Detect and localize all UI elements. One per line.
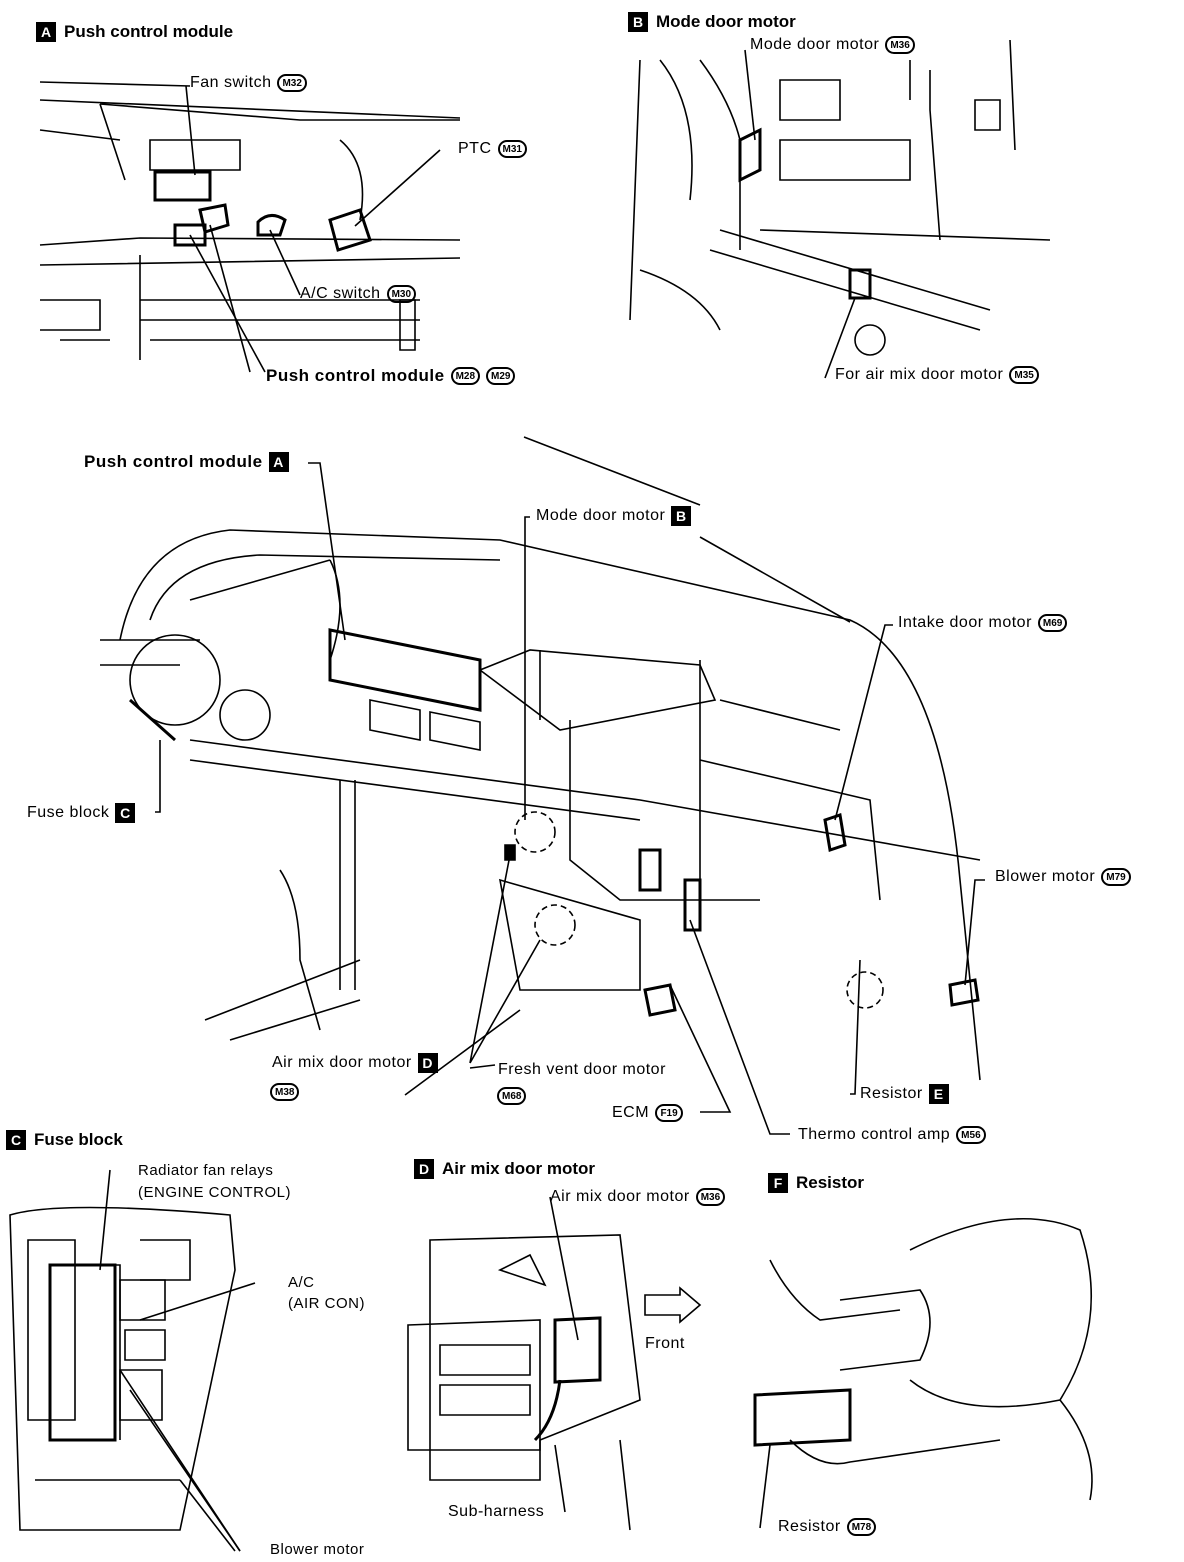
label-ptc: PTC M31 — [458, 140, 527, 158]
label-text: Blower motor — [270, 1541, 365, 1558]
label-text: Air mix door motor — [550, 1188, 690, 1205]
label-text: (AIR CON) — [288, 1295, 365, 1312]
connector-badge: M38 — [270, 1083, 300, 1101]
main-label-push-control-module: Push control module A — [84, 452, 289, 472]
section-title-text: Resistor — [796, 1173, 865, 1192]
label-sub-harness: Sub-harness — [448, 1503, 544, 1521]
main-label-fuse-block: Fuse block C — [27, 803, 136, 823]
section-badge: A — [268, 452, 289, 472]
main-connector-air-mix-door-motor: M38 — [270, 1083, 300, 1101]
section-badge: A — [36, 22, 56, 42]
section-badge: B — [671, 506, 692, 526]
label-text: Radiator fan relays — [138, 1162, 274, 1179]
label-text: Resistor — [860, 1085, 923, 1102]
label-ac: A/C — [288, 1274, 315, 1291]
main-label-ecm: ECM F19 — [612, 1104, 684, 1122]
section-badge: F — [768, 1173, 788, 1193]
label-text: Fuse block — [27, 804, 110, 821]
label-front: Front — [645, 1335, 685, 1353]
main-label-resistor: Resistor E — [860, 1084, 949, 1104]
connector-badge: M31 — [497, 140, 527, 158]
section-c-title: C Fuse block — [6, 1130, 123, 1150]
connector-badge: M28 — [450, 367, 481, 385]
label-fan-switch: Fan switch M32 — [190, 74, 307, 92]
section-badge: D — [414, 1159, 434, 1179]
label-text: Air mix door motor — [272, 1054, 412, 1071]
label-text: ECM — [612, 1104, 650, 1121]
label-resistor-detail: Resistor M78 — [778, 1518, 877, 1536]
label-air-con: (AIR CON) — [288, 1295, 365, 1312]
main-connector-fresh-vent-door-motor: M68 — [497, 1087, 527, 1105]
label-text: Intake door motor — [898, 614, 1032, 631]
connector-badge: M36 — [695, 1188, 726, 1206]
label-air-mix-door-motor-detail: Air mix door motor M36 — [550, 1188, 726, 1206]
section-f-title: F Resistor — [768, 1173, 864, 1193]
connector-badge: M56 — [956, 1126, 986, 1144]
label-text: Thermo control amp — [798, 1126, 951, 1143]
label-text: (ENGINE CONTROL) — [138, 1184, 292, 1201]
label-text: A/C switch — [300, 285, 381, 302]
section-d-title: D Air mix door motor — [414, 1159, 595, 1179]
section-title-text: Mode door motor — [656, 12, 796, 31]
label-text: A/C — [288, 1274, 315, 1291]
section-badge: E — [928, 1084, 949, 1104]
section-b-title: B Mode door motor — [628, 12, 796, 32]
connector-badge: M36 — [885, 36, 915, 54]
label-text: Mode door motor — [750, 36, 880, 53]
section-badge: C — [115, 803, 136, 823]
label-radiator-fan-relays: Radiator fan relays — [138, 1162, 273, 1179]
label-text: Push control module — [84, 452, 263, 471]
section-title-text: Push control module — [64, 22, 234, 41]
connector-badge: F19 — [655, 1104, 684, 1122]
resistor-detail-drawing — [753, 1217, 1093, 1529]
air-mix-door-motor-detail-drawing — [407, 1196, 702, 1531]
label-text: Push control module — [266, 366, 445, 385]
connector-badge: M30 — [386, 285, 417, 303]
main-label-air-mix-door-motor: Air mix door motor D — [272, 1053, 438, 1073]
fuse-block-detail-drawing — [9, 1169, 256, 1552]
main-label-intake-door-motor: Intake door motor M69 — [898, 614, 1068, 632]
label-for-air-mix-door-motor: For air mix door motor M35 — [835, 366, 1039, 384]
main-label-fresh-vent-door-motor: Fresh vent door motor — [498, 1061, 666, 1079]
label-text: Blower motor — [995, 868, 1096, 885]
connector-badge: M29 — [486, 367, 516, 385]
label-blower-motor-fuse: Blower motor — [270, 1541, 364, 1558]
label-text: Mode door motor — [536, 507, 666, 524]
section-badge: C — [6, 1130, 26, 1150]
label-text: For air mix door motor — [835, 366, 1004, 383]
main-label-thermo-control-amp: Thermo control amp M56 — [798, 1126, 986, 1144]
main-label-blower-motor: Blower motor M79 — [995, 868, 1131, 886]
label-mode-door-motor: Mode door motor M36 — [750, 36, 915, 54]
connector-badge: M79 — [1101, 868, 1131, 886]
main-label-mode-door-motor: Mode door motor B — [536, 506, 692, 526]
connector-badge: M78 — [846, 1518, 877, 1536]
label-text: Fan switch — [190, 74, 272, 91]
label-text: Fresh vent door motor — [498, 1061, 666, 1078]
section-title-text: Air mix door motor — [442, 1159, 596, 1178]
label-ac-switch: A/C switch M30 — [300, 285, 417, 303]
dashboard-overview-drawing — [100, 529, 981, 1096]
section-a-title: A Push control module — [36, 22, 233, 42]
label-text: Front — [645, 1335, 685, 1352]
label-text: Sub-harness — [448, 1503, 545, 1520]
label-engine-control: (ENGINE CONTROL) — [138, 1184, 291, 1201]
connector-badge: M32 — [277, 74, 307, 92]
mode-door-motor-detail-drawing — [629, 39, 1051, 379]
connector-badge: M69 — [1037, 614, 1068, 632]
label-text: PTC — [458, 140, 492, 157]
label-push-control-module: Push control module M28 M29 — [266, 366, 516, 386]
label-text: Resistor — [778, 1518, 841, 1535]
section-badge: B — [628, 12, 648, 32]
connector-badge: M35 — [1009, 366, 1039, 384]
section-title-text: Fuse block — [34, 1130, 123, 1149]
push-control-module-detail-drawing — [39, 81, 461, 373]
connector-badge: M68 — [497, 1087, 527, 1105]
section-badge: D — [417, 1053, 438, 1073]
main-callout-leaders — [155, 436, 985, 1135]
